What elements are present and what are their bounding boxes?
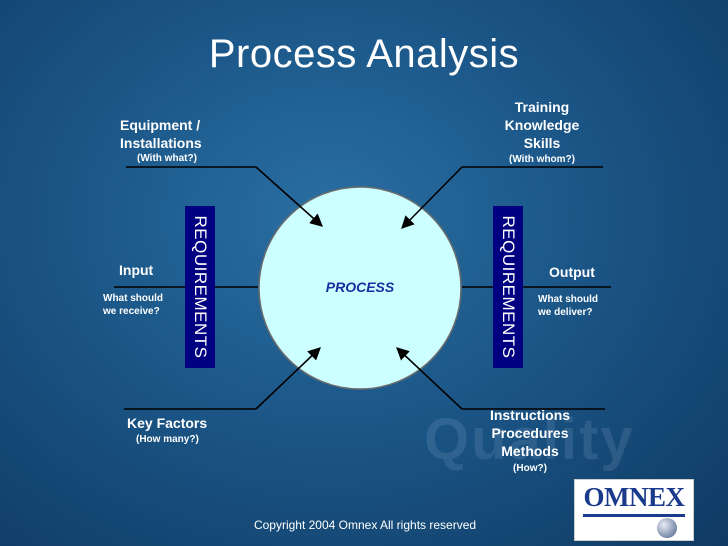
requirements-bar-left: REQUIREMENTS (185, 206, 215, 368)
input-question: What should we receive? (103, 292, 163, 318)
copyright-text: Copyright 2004 Omnex All rights reserved (253, 518, 477, 532)
input-question-line2: we receive? (103, 306, 160, 317)
instructions-arrow (396, 347, 463, 410)
key-factors-label: Key Factors (127, 415, 208, 431)
key-factors-question: (How many?) (136, 434, 199, 445)
input-question-line1: What should (103, 293, 163, 304)
output-question: What should we deliver? (538, 293, 598, 319)
output-question-line2: we deliver? (538, 307, 593, 318)
training-label-line3: Skills (523, 135, 561, 151)
training-question: (With whom?) (508, 154, 575, 165)
omnex-logo: OMNEX (574, 479, 694, 541)
equipment-label-line1: Equipment / (120, 117, 201, 133)
output-label: Output (549, 264, 595, 280)
slide-title: Process Analysis (208, 32, 520, 76)
instructions-label-line2: Procedures (491, 425, 569, 441)
globe-icon (657, 518, 677, 538)
input-label: Input (119, 262, 154, 278)
instructions-question: (How?) (513, 463, 547, 474)
instructions-label-line3: Methods (501, 443, 559, 459)
equipment-arrow (255, 166, 323, 227)
requirements-label-right: REQUIREMENTS (499, 215, 518, 359)
equipment-label: Equipment / Installations (120, 116, 202, 152)
equipment-label-line2: Installations (120, 135, 202, 151)
omnex-logo-text: OMNEX (583, 482, 686, 512)
quality-watermark: Quality (424, 407, 635, 472)
training-arrow (401, 166, 463, 229)
training-label-line1: Training (514, 99, 570, 115)
logo-underline (583, 514, 685, 517)
key-factors-arrow (255, 347, 321, 410)
process-label: PROCESS (325, 279, 395, 295)
instructions-label: Instructions Procedures Methods (476, 406, 584, 460)
requirements-bar-right: REQUIREMENTS (493, 206, 523, 368)
output-question-line1: What should (538, 294, 598, 305)
process-circle (258, 186, 462, 390)
instructions-label-line1: Instructions (489, 407, 571, 423)
equipment-question: (With what?) (137, 153, 197, 164)
requirements-label-left: REQUIREMENTS (191, 215, 210, 359)
training-label: Training Knowledge Skills (486, 98, 598, 152)
training-label-line2: Knowledge (504, 117, 580, 133)
